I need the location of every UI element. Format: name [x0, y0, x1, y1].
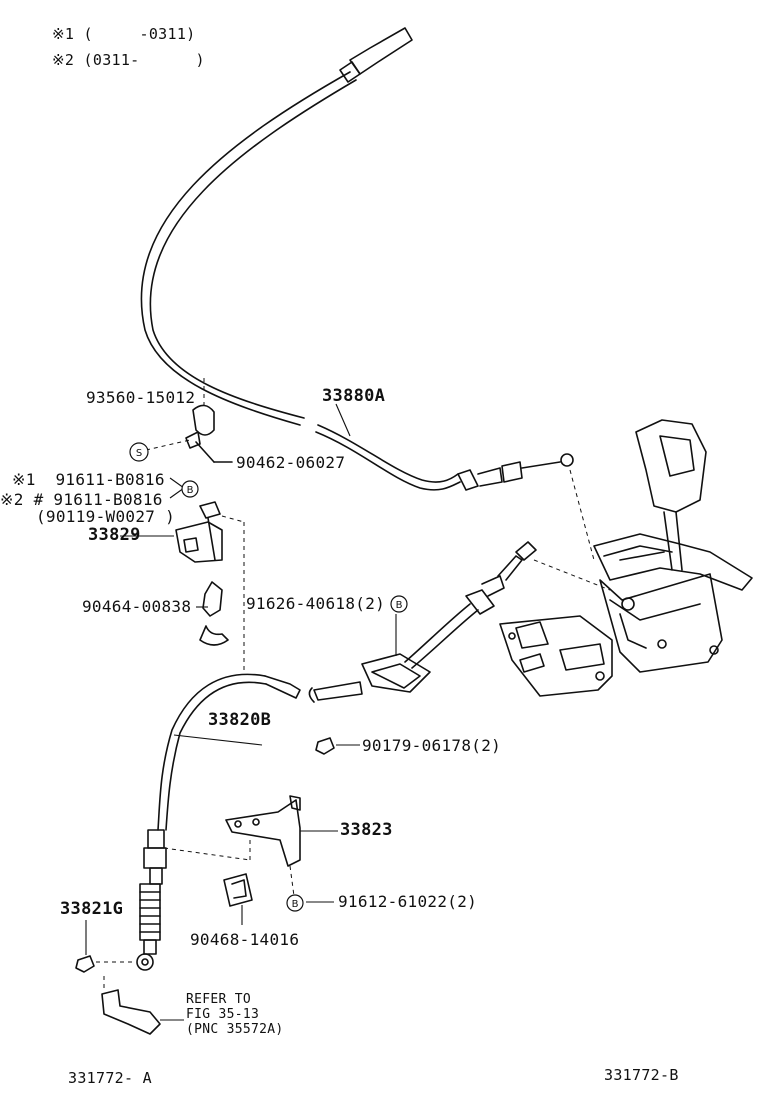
leader-lines — [85, 403, 397, 1021]
catalog-number-right: 331772-B — [604, 1066, 679, 1084]
part-label-90119: (90119-W0027 ) — [36, 507, 176, 526]
part-label-33829: 33829 — [88, 525, 141, 545]
part-label-91611-2: ※2 # 91611-B0816 — [0, 490, 163, 509]
marker-s — [129, 442, 149, 462]
cable-33880a — [140, 27, 574, 491]
nut-90179 — [315, 737, 335, 755]
part-label-90468: 90468-14016 — [190, 930, 300, 949]
legend-note-2: ※2 (0311- ) — [52, 51, 205, 69]
part-label-90462: 90462-06027 — [236, 453, 346, 472]
refer-line-1: REFER TO — [186, 992, 252, 1007]
part-label-91626: 91626-40618(2) — [246, 594, 386, 613]
marker-b-2-text: B — [396, 600, 403, 611]
clip-90468 — [223, 873, 253, 907]
clip-90464 — [199, 581, 229, 646]
dashed-guides — [96, 378, 611, 992]
marker-b-3-text: B — [292, 899, 299, 910]
part-label-91611-1: ※1 91611-B0816 — [12, 470, 165, 489]
marker-b-2 — [390, 595, 408, 613]
part-label-33823: 33823 — [340, 820, 393, 840]
legend-note-1: ※1 ( -0311) — [52, 25, 196, 43]
refer-line-2: FIG 35-13 — [186, 1007, 260, 1022]
bracket-33823 — [225, 795, 301, 867]
part-label-33821g: 33821G — [60, 899, 124, 919]
bracket-33829 — [175, 501, 223, 563]
marker-b-1-text: B — [187, 485, 194, 496]
part-label-90464: 90464-00838 — [82, 597, 192, 616]
marker-s-text: S — [136, 448, 142, 459]
nut-33821g — [75, 955, 95, 973]
lever-bracket — [101, 989, 161, 1035]
clamp-90462 — [185, 404, 233, 463]
part-label-93560: 93560-15012 — [86, 388, 196, 407]
cable-33820b — [136, 673, 301, 971]
part-label-91612: 91612-61022(2) — [338, 892, 478, 911]
part-label-33820b: 33820B — [208, 710, 272, 730]
part-label-33880a: 33880A — [322, 386, 386, 406]
marker-b-1 — [181, 480, 199, 498]
catalog-number-left: 331772- A — [68, 1069, 152, 1087]
part-label-90179: 90179-06178(2) — [362, 736, 502, 755]
cable-middle — [404, 541, 537, 669]
marker-b-3 — [286, 894, 304, 912]
grommet-plate — [308, 653, 431, 703]
refer-line-3: (PNC 35572A) — [186, 1022, 284, 1037]
shift-lever-assembly — [499, 419, 753, 697]
